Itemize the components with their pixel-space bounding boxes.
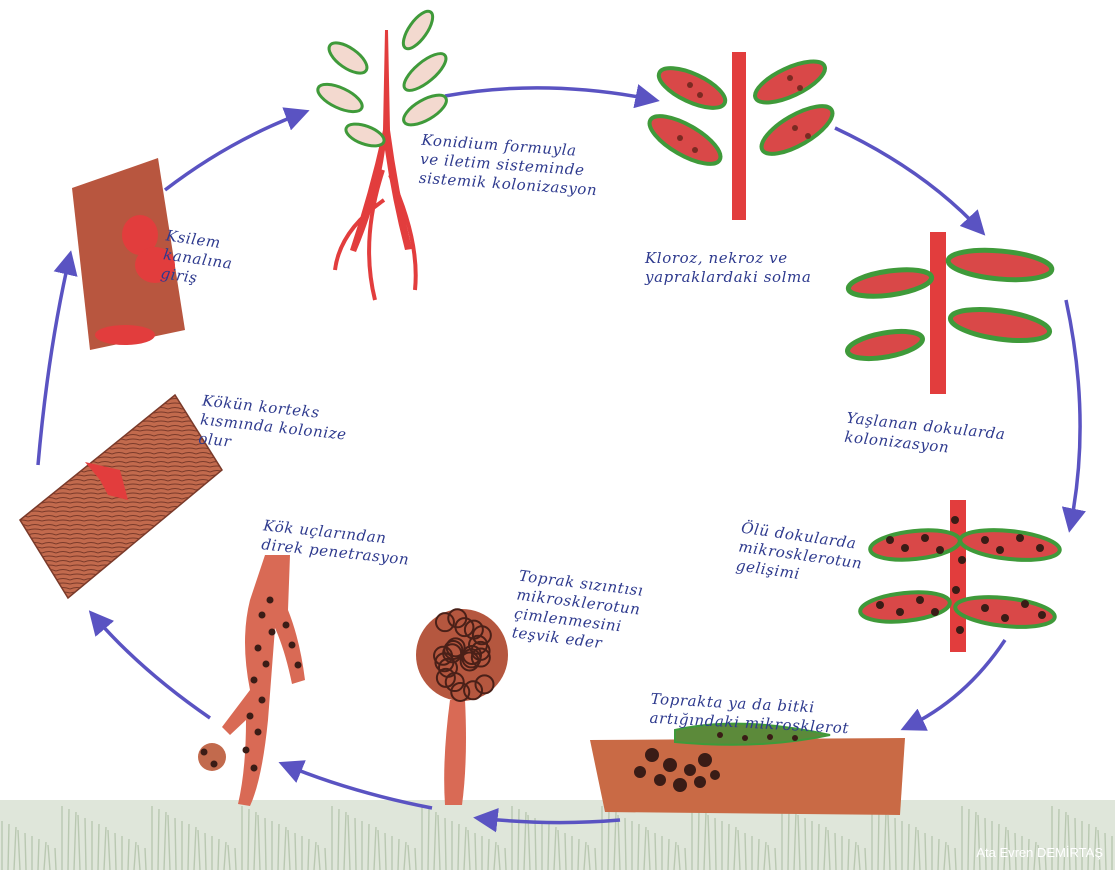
arrow-aging-to-dead <box>1066 300 1080 528</box>
dead-tissue-plant-drawing <box>859 500 1061 652</box>
arrow-root-to-cortex <box>92 614 210 718</box>
cortex-block-drawing <box>20 395 222 598</box>
arrow-chlorosis-to-aging <box>835 128 982 232</box>
author-credit: Ata Evren DEMİRTAŞ <box>976 845 1103 860</box>
germinating-microsclerotium-drawing <box>416 609 508 805</box>
chlorosis-plant-drawing <box>643 52 839 220</box>
arrow-systemic-to-chlorosis <box>445 88 655 100</box>
root-tip-drawing <box>198 555 305 806</box>
aging-plant-drawing <box>845 232 1053 394</box>
arrow-cortex-to-xylem <box>38 255 70 465</box>
arrow-dead-to-soil <box>905 640 1005 728</box>
arrow-xylem-to-systemic <box>165 112 305 190</box>
grass-strip <box>0 800 1115 870</box>
